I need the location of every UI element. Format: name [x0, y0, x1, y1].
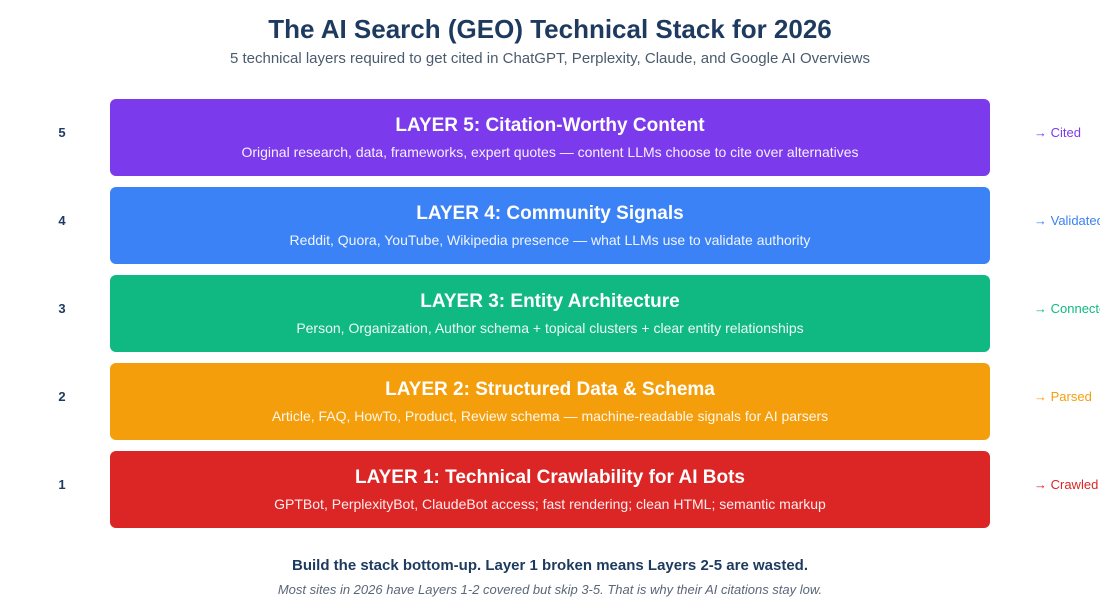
page-subtitle: 5 technical layers required to get cited… — [229, 50, 871, 67]
layer-title: LAYER 3: Entity Architecture — [420, 291, 680, 312]
layer-outcome: → Connected — [1034, 301, 1100, 316]
layer-number: 5 — [58, 125, 66, 140]
layer-number: 1 — [58, 477, 66, 492]
layer-title: LAYER 1: Technical Crawlability for AI B… — [355, 467, 745, 488]
layer-title: LAYER 4: Community Signals — [416, 203, 684, 224]
layer-row-2: 2 LAYER 2: Structured Data & Schema Arti… — [0, 363, 1100, 440]
layer-number: 4 — [58, 213, 66, 228]
page-title: The AI Search (GEO) Technical Stack for … — [268, 14, 832, 44]
layer-description: Article, FAQ, HowTo, Product, Review sch… — [271, 408, 829, 424]
layer-description: GPTBot, PerplexityBot, ClaudeBot access;… — [274, 496, 826, 512]
layer-outcome: → Cited — [1034, 125, 1081, 140]
layer-description: Reddit, Quora, YouTube, Wikipedia presen… — [289, 232, 811, 248]
layer-row-4: 4 LAYER 4: Community Signals Reddit, Quo… — [0, 187, 1100, 264]
layer-card: LAYER 1: Technical Crawlability for AI B… — [110, 451, 990, 528]
layer-row-3: 3 LAYER 3: Entity Architecture Person, O… — [0, 275, 1100, 352]
layer-row-5: 5 LAYER 5: Citation-Worthy Content Origi… — [0, 99, 1100, 176]
layer-card: LAYER 2: Structured Data & Schema Articl… — [110, 363, 990, 440]
layer-number: 3 — [58, 301, 66, 316]
layer-title: LAYER 2: Structured Data & Schema — [385, 379, 715, 400]
layer-number: 2 — [58, 389, 66, 404]
layer-outcome: → Parsed — [1034, 389, 1092, 404]
layer-outcome: → Crawled — [1034, 477, 1099, 492]
layer-card: LAYER 3: Entity Architecture Person, Org… — [110, 275, 990, 352]
layer-outcome: → Validated — [1034, 213, 1100, 228]
layer-title: LAYER 5: Citation-Worthy Content — [395, 115, 705, 136]
layer-description: Person, Organization, Author schema + to… — [296, 320, 804, 336]
footer-note: Most sites in 2026 have Layers 1-2 cover… — [277, 582, 823, 597]
layer-card: LAYER 4: Community Signals Reddit, Quora… — [110, 187, 990, 264]
layer-description: Original research, data, frameworks, exp… — [241, 144, 859, 160]
footer-headline: Build the stack bottom-up. Layer 1 broke… — [292, 557, 808, 574]
layer-row-1: 1 LAYER 1: Technical Crawlability for AI… — [0, 451, 1100, 528]
layer-card: LAYER 5: Citation-Worthy Content Origina… — [110, 99, 990, 176]
